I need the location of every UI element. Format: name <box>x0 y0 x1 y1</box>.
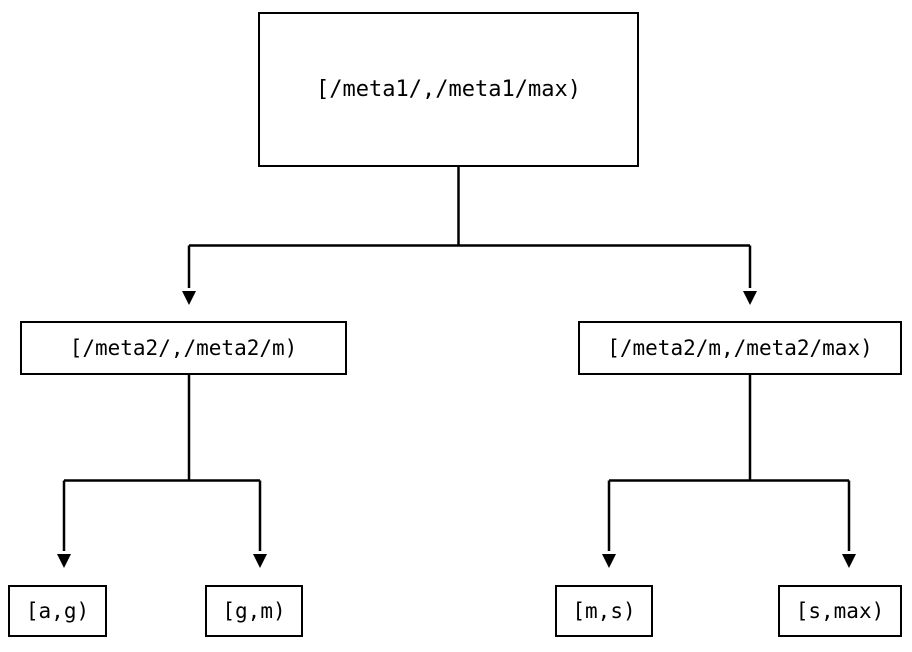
node-leaf-4-label: [s,max) <box>795 599 885 623</box>
arrowhead-leaf-3 <box>602 554 616 568</box>
node-mid-left-label: [/meta2/,/meta2/m) <box>69 336 298 360</box>
node-leaf-1-label: [a,g) <box>25 599 90 623</box>
node-root-label: [/meta1/,/meta1/max) <box>316 77 581 102</box>
node-leaf-2-label: [g,m) <box>222 599 286 623</box>
arrowhead-leaf-4 <box>842 554 856 568</box>
node-leaf-3-label: [m,s) <box>572 599 636 623</box>
node-mid-right[interactable]: [/meta2/m,/meta2/max) <box>578 321 902 375</box>
node-root[interactable]: [/meta1/,/meta1/max) <box>258 12 639 167</box>
arrowhead-mid-left <box>182 291 196 305</box>
arrowhead-leaf-1 <box>57 554 71 568</box>
node-leaf-2[interactable]: [g,m) <box>205 585 303 637</box>
node-leaf-3[interactable]: [m,s) <box>555 585 653 637</box>
node-leaf-4[interactable]: [s,max) <box>778 585 902 637</box>
arrowhead-leaf-2 <box>253 554 267 568</box>
node-mid-right-label: [/meta2/m,/meta2/max) <box>607 336 873 360</box>
node-mid-left[interactable]: [/meta2/,/meta2/m) <box>20 321 347 375</box>
node-leaf-1[interactable]: [a,g) <box>8 585 107 637</box>
arrowhead-mid-right <box>743 291 757 305</box>
